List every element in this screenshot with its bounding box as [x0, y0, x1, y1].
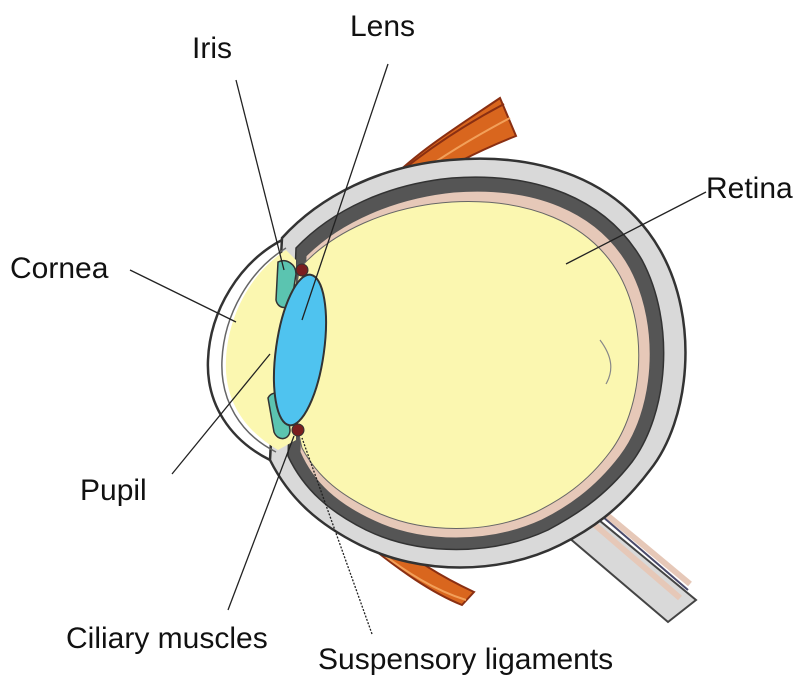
label-pupil: Pupil: [80, 476, 147, 506]
leader-ciliary: [228, 436, 294, 610]
label-retina: Retina: [706, 174, 793, 204]
leader-cornea: [130, 270, 236, 322]
leader-iris: [236, 80, 284, 270]
label-lens: Lens: [350, 12, 415, 42]
label-cornea: Cornea: [10, 254, 108, 284]
label-iris: Iris: [192, 34, 232, 64]
label-suspensory-ligaments: Suspensory ligaments: [318, 645, 613, 675]
label-ciliary-muscles: Ciliary muscles: [66, 624, 268, 654]
